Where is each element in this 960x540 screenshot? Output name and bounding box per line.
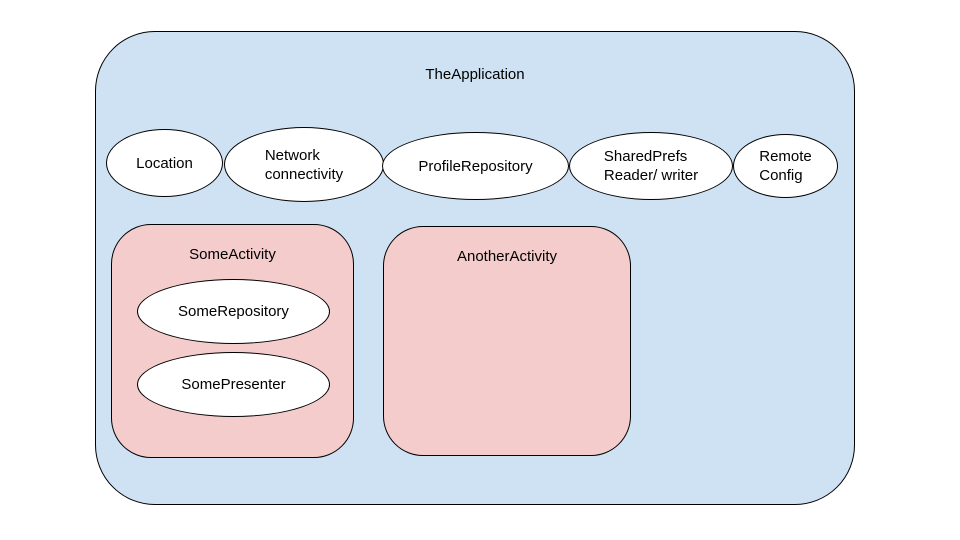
node-sharedprefs-label-line2: Reader/ writer [603,167,699,184]
some-activity-container: SomeActivity SomeRepository SomePresente… [111,224,354,458]
node-remote-config: Remote Config [733,134,838,198]
node-profile-repository-label: ProfileRepository [418,157,533,175]
node-some-repository-label: SomeRepository [178,303,289,320]
some-activity-label: SomeActivity [189,246,276,263]
the-application-container: TheApplication Location Network connecti… [95,31,855,505]
node-some-presenter-label: SomePresenter [181,376,286,393]
node-remote-config-label-line1: Remote [759,148,812,165]
node-remote-config-label-line2: Config [759,167,803,184]
node-network-connectivity: Network connectivity [224,127,384,202]
node-location: Location [106,129,223,197]
node-location-label: Location [136,154,193,172]
node-sharedprefs-reader-writer: SharedPrefs Reader/ writer [569,132,733,200]
node-sharedprefs-label-line1: SharedPrefs [603,148,688,165]
another-activity-label: AnotherActivity [456,248,558,265]
node-some-presenter: SomePresenter [137,352,330,417]
the-application-label: TheApplication [425,66,525,83]
node-network-connectivity-label-line1: Network [264,146,320,164]
another-activity-container: AnotherActivity [383,226,631,456]
node-profile-repository: ProfileRepository [382,132,569,200]
node-network-connectivity-label-line2: connectivity [264,165,344,183]
node-some-repository: SomeRepository [137,279,330,344]
